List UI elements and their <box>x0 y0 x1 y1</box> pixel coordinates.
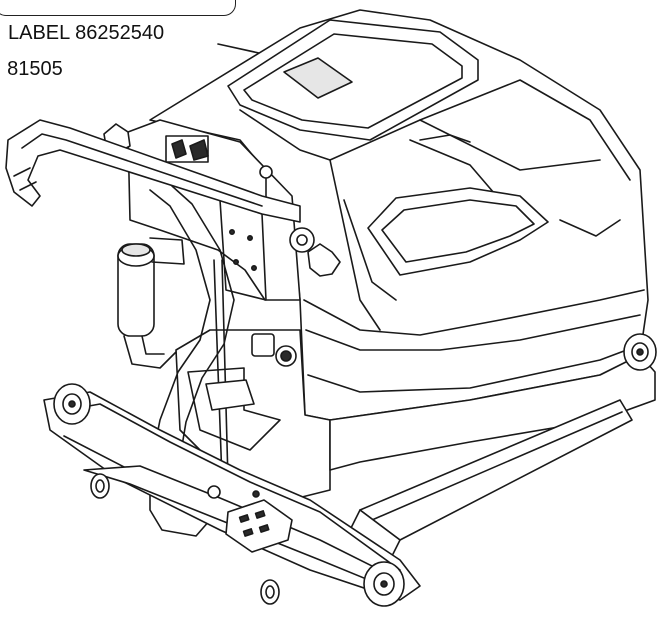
lift-pedal <box>226 500 292 552</box>
body-contour-3 <box>420 120 600 170</box>
body-fold-left <box>344 200 396 300</box>
console-button-1 <box>172 140 186 158</box>
handle-bar-grip <box>14 168 36 190</box>
wheel-squeegee-right <box>364 562 404 606</box>
drain-hose <box>124 336 176 368</box>
chassis-panel <box>188 368 280 450</box>
squeegee-blade-edge <box>372 412 622 520</box>
body-contour-8 <box>420 135 470 142</box>
handle-bar <box>6 120 300 222</box>
side-handle-recess <box>368 188 548 275</box>
pedal-slot-4 <box>260 525 269 532</box>
console-bolt-4 <box>252 266 256 270</box>
drain-hose-outer <box>142 336 164 354</box>
wheel-squeegee-left <box>91 474 109 498</box>
body-contour-5 <box>304 290 644 335</box>
console-bolt-3 <box>234 260 238 264</box>
pedal-pivot <box>208 486 220 498</box>
tank-lid-inner <box>244 34 462 128</box>
console-bolt-1 <box>230 230 234 234</box>
drain-port-cap-inner <box>281 351 291 361</box>
filter-canister-top <box>122 244 150 256</box>
console-button-2 <box>190 140 208 160</box>
body-contour-6 <box>306 315 640 350</box>
side-handle-recess-inner <box>382 200 534 262</box>
star-knob <box>308 244 340 276</box>
body-fold-right <box>560 220 620 236</box>
console-knob <box>260 166 272 178</box>
tank-lid <box>228 20 478 140</box>
canister-bracket <box>150 238 184 264</box>
pedal-slot-1 <box>240 515 249 522</box>
label-callout-text: LABEL 86252540 <box>8 22 165 44</box>
lid-label <box>284 58 352 98</box>
body-contour-7 <box>308 345 640 392</box>
adjust-wheel <box>290 228 314 252</box>
tie-rod <box>214 260 228 480</box>
pedal-slot-3 <box>244 529 253 536</box>
pedal-slot-2 <box>256 511 265 518</box>
chassis-skirt <box>330 355 655 470</box>
body-contour-2 <box>330 160 380 330</box>
handle-bar-inner <box>22 134 262 206</box>
chassis-bracket <box>206 380 254 410</box>
deck-bolt <box>253 491 259 497</box>
adjust-wheel-hub <box>297 235 307 245</box>
wheel-right-rear <box>624 334 656 370</box>
part-number-callout-text: . 81505 <box>0 58 63 80</box>
squeegee-frame-top <box>56 404 400 570</box>
wheel-squeegee-center <box>261 580 279 604</box>
drain-port <box>252 334 274 356</box>
body-contour-4 <box>410 140 500 200</box>
wheel-left-rear <box>54 384 90 424</box>
console-bolt-2 <box>248 236 252 240</box>
